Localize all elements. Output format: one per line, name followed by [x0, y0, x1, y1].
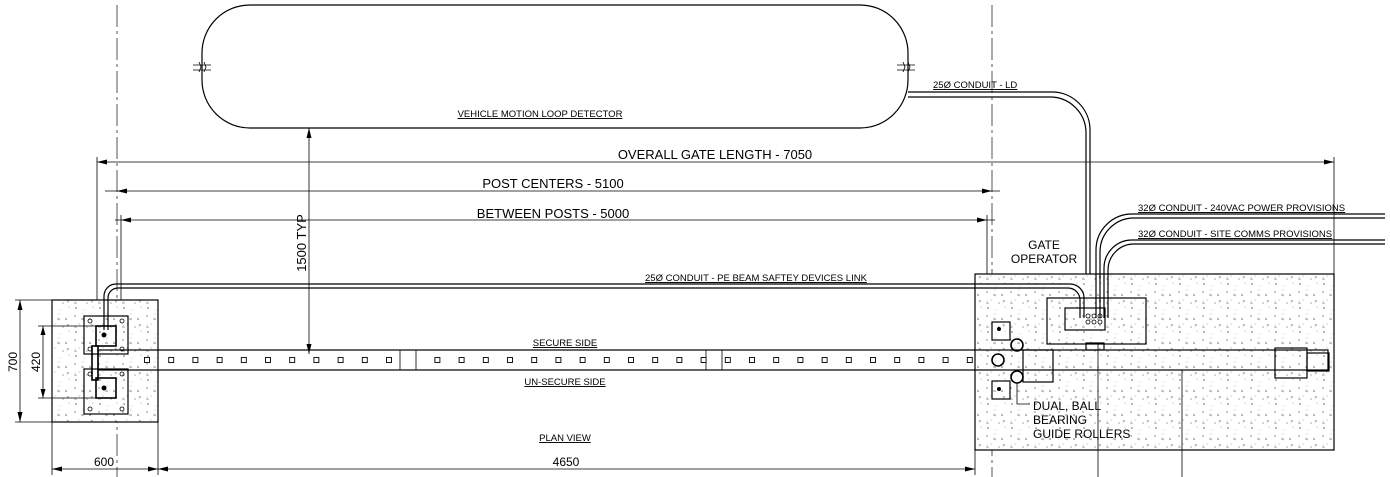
dim-600: 600	[51, 422, 159, 475]
gate-operator-label-line1: GATE	[1028, 238, 1060, 252]
conduit-ld-line	[908, 91, 1091, 318]
beam-hole	[966, 357, 973, 363]
right-footing	[974, 273, 1335, 451]
beam-hole	[676, 357, 683, 363]
dim-4650: 4650	[158, 450, 976, 475]
conduit-pe-beam-line-inner	[107, 287, 1081, 330]
beam-hole	[168, 357, 175, 363]
gate-operator: GATE OPERATOR	[1011, 238, 1147, 351]
beam-hole	[797, 357, 804, 363]
conduit-ld-line-inner	[908, 96, 1087, 318]
overall-length-dimension: OVERALL GATE LENGTH - 7050	[96, 147, 1335, 355]
beam-hole	[942, 357, 949, 363]
beam-hole	[870, 357, 876, 363]
beam-hole	[507, 357, 513, 363]
conduit-comms-label: 32Ø CONDUIT - SITE COMMS PROVISIONS	[1138, 229, 1332, 240]
beam-hole	[603, 357, 610, 363]
conduit-comms-line	[1103, 239, 1385, 318]
gate-beam	[97, 349, 1329, 371]
beam-hole	[821, 357, 828, 363]
beam-hole	[652, 357, 659, 363]
beam-hole	[386, 357, 392, 363]
beam-hole	[555, 357, 562, 363]
beam-hole	[482, 357, 489, 363]
beam-hole	[579, 357, 586, 363]
dim-420-label: 420	[29, 352, 43, 372]
guide-rollers-callout: DUAL, BALL BEARING GUIDE ROLLERS	[1016, 344, 1183, 477]
beam-hole	[192, 357, 199, 363]
unsecure-side-label: UN-SECURE SIDE	[524, 377, 605, 388]
beam-hole	[216, 357, 223, 363]
conduit-power-line	[1095, 213, 1385, 318]
beam-hole	[918, 357, 925, 363]
conduit-power-label: 32Ø CONDUIT - 240VAC POWER PROVISIONS	[1138, 203, 1345, 214]
dim-600-label: 600	[94, 455, 114, 469]
left-footing	[51, 299, 159, 423]
beam-hole	[337, 357, 344, 363]
between-posts-label: BETWEEN POSTS - 5000	[477, 206, 629, 221]
between-posts-dimension: BETWEEN POSTS - 5000	[115, 206, 995, 300]
beam-hole	[773, 357, 780, 363]
beam-hole	[894, 357, 901, 363]
rollers-label-line2: BEARING	[1033, 413, 1087, 427]
break-mark-right	[897, 61, 915, 73]
beam-hole	[313, 357, 320, 363]
post-centers-dimension: POST CENTERS - 5100	[105, 176, 1000, 194]
beam-holes	[144, 357, 973, 363]
beam-hole	[724, 357, 731, 363]
post-centers-label: POST CENTERS - 5100	[482, 176, 623, 191]
typ-1500-label: 1500 TYP	[294, 214, 309, 272]
beam-hole	[289, 357, 296, 363]
typ-1500-dimension: 1500 TYP	[294, 128, 312, 354]
beam-hole	[240, 357, 247, 363]
beam-hole	[628, 357, 634, 363]
break-mark-left	[193, 61, 211, 73]
conduit-pe-beam-line	[103, 283, 1085, 330]
beam-hole	[531, 357, 538, 363]
overall-length-label: OVERALL GATE LENGTH - 7050	[618, 147, 812, 162]
loop-detector-label: VEHICLE MOTION LOOP DETECTOR	[458, 109, 623, 120]
beam-hole	[361, 357, 368, 363]
beam-hole	[144, 357, 150, 363]
beam-hole	[458, 357, 465, 363]
beam-hole	[700, 357, 707, 363]
dim-700-label: 700	[6, 352, 20, 372]
left-post-assembly	[83, 315, 129, 415]
beam-hole	[434, 357, 441, 363]
conduit-comms-line-inner	[1107, 243, 1385, 318]
beam-hole	[749, 357, 755, 363]
secure-side-label: SECURE SIDE	[533, 338, 597, 349]
beam-hole	[845, 357, 852, 363]
dim-4650-label: 4650	[553, 455, 580, 469]
rollers-label-line3: GUIDE ROLLERS	[1033, 427, 1130, 441]
plan-view-label: PLAN VIEW	[539, 433, 591, 444]
dim-420: 420	[29, 325, 96, 399]
beam-hole	[265, 357, 271, 363]
conduit-pe-beam-label: 25Ø CONDUIT - PE BEAM SAFTEY DEVICES LIN…	[645, 273, 868, 284]
gate-operator-label-line2: OPERATOR	[1011, 252, 1078, 266]
dim-700: 700	[6, 299, 52, 423]
rollers-label-line1: DUAL, BALL	[1033, 399, 1101, 413]
vehicle-loop-detector: VEHICLE MOTION LOOP DETECTOR	[193, 4, 915, 129]
conduit-ld-label: 25Ø CONDUIT - LD	[933, 80, 1017, 91]
conduit-power-line-inner	[1099, 217, 1385, 318]
